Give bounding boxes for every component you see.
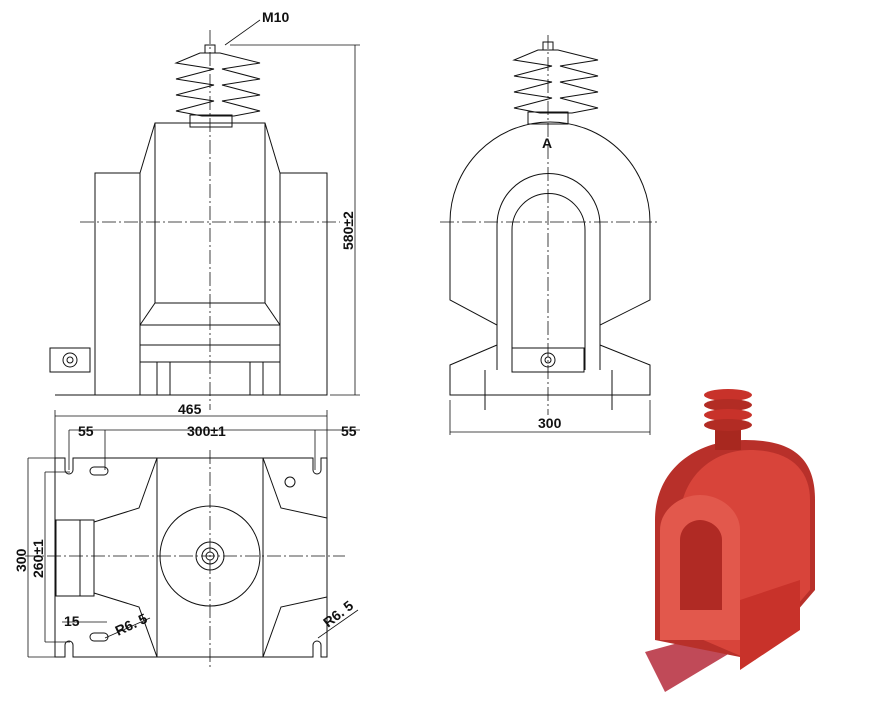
radius-right-label: R6. 5 [320,597,356,630]
side-body [449,121,651,396]
front-body [94,122,328,396]
hole-depth-spacing-dimension: 260±1 [30,539,46,578]
width-dimension: 300 [538,415,562,431]
hole-spacing-dimension: 300±1 [187,423,226,439]
view-label: A [542,135,552,151]
height-dimension: 580±2 [340,211,356,250]
product-photo [645,389,815,692]
front-view: M10 580±2 [49,9,360,410]
bottom-view: 465 55 300±1 55 300 260±1 15 R6. 5 R6. 5 [13,401,360,670]
base-plate [54,457,328,658]
radius-left-label: R6. 5 [113,610,150,639]
bolt-label: M10 [262,9,289,25]
overall-depth-dimension: 300 [13,548,29,572]
right-edge-dimension: 55 [341,423,357,439]
side-view: A 300 [440,35,660,435]
slot-dimension: 15 [64,613,80,629]
insulator-sheds [174,44,261,128]
overall-width-dimension: 465 [178,401,202,417]
left-edge-dimension: 55 [78,423,94,439]
